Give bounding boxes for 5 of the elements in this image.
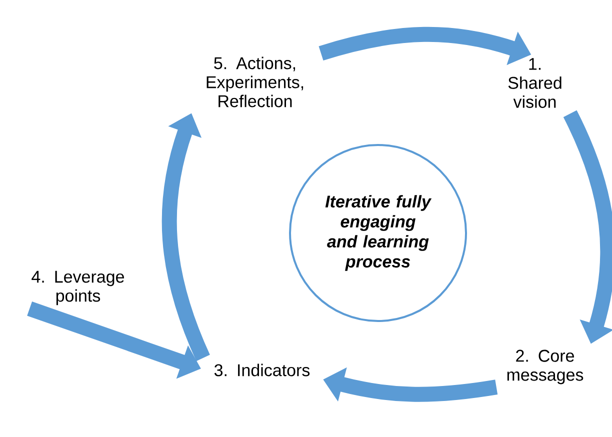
step-label: 2. Core messages (507, 350, 584, 384)
step-label: 1. Shared vision (508, 58, 562, 108)
step-label: 4. Leverage points (32, 270, 124, 306)
step-label: 3. Indicators (214, 364, 310, 376)
step-label: 5. Actions, Experiments, Reflection (206, 56, 304, 108)
